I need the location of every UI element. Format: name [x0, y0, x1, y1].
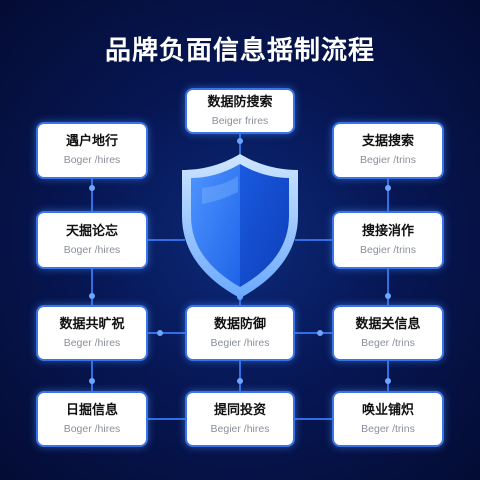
node-title: 数据防御 [213, 316, 266, 332]
node-center-4[interactable]: 提同投资 Begier /hires [185, 391, 295, 447]
node-subtitle: Beger /hires [63, 336, 121, 349]
shield-icon [182, 154, 298, 298]
node-top[interactable]: 数据防搜索 Beiger frires [185, 88, 295, 134]
node-left-1[interactable]: 遇户地行 Boger /hires [36, 122, 148, 179]
node-title: 数据共旷祝 [59, 316, 125, 332]
node-title: 支据搜索 [361, 134, 414, 149]
node-subtitle: Boger /hires [63, 422, 121, 435]
node-title: 数据关信息 [355, 316, 421, 332]
node-subtitle: Begier /trins [359, 154, 417, 166]
node-subtitle: Beger /trins [361, 336, 415, 349]
node-title: 遇户地行 [65, 134, 118, 149]
node-center-3[interactable]: 数据防御 Begier /hires [185, 305, 295, 361]
node-title: 数据防搜索 [207, 94, 273, 110]
node-subtitle: Begier /trins [359, 243, 417, 256]
node-left-2[interactable]: 天掘论忘 Boger /hires [36, 211, 148, 269]
node-left-3[interactable]: 数据共旷祝 Beger /hires [36, 305, 148, 361]
node-title: 搜接消作 [361, 223, 414, 239]
node-title: 唤业铺炽 [361, 402, 414, 418]
page-title: 品牌负面信息揺制流程 [104, 36, 375, 66]
node-title: 日掘信息 [65, 402, 118, 418]
node-subtitle: Boger /hires [63, 243, 121, 256]
node-subtitle: Begier /hires [210, 336, 270, 349]
node-title: 提同投资 [213, 402, 266, 418]
node-subtitle: Beiger frires [211, 114, 269, 127]
node-right-3[interactable]: 数据关信息 Beger /trins [332, 305, 444, 361]
node-left-4[interactable]: 日掘信息 Boger /hires [36, 391, 148, 447]
node-subtitle: Boger /hires [63, 154, 121, 166]
node-subtitle: Begier /hires [210, 422, 270, 435]
node-right-2[interactable]: 搜接消作 Begier /trins [332, 211, 444, 269]
node-right-1[interactable]: 支据搜索 Begier /trins [332, 122, 444, 179]
node-subtitle: Beger /trins [361, 422, 415, 435]
node-title: 天掘论忘 [65, 223, 118, 239]
node-right-4[interactable]: 唤业铺炽 Beger /trins [332, 391, 444, 447]
